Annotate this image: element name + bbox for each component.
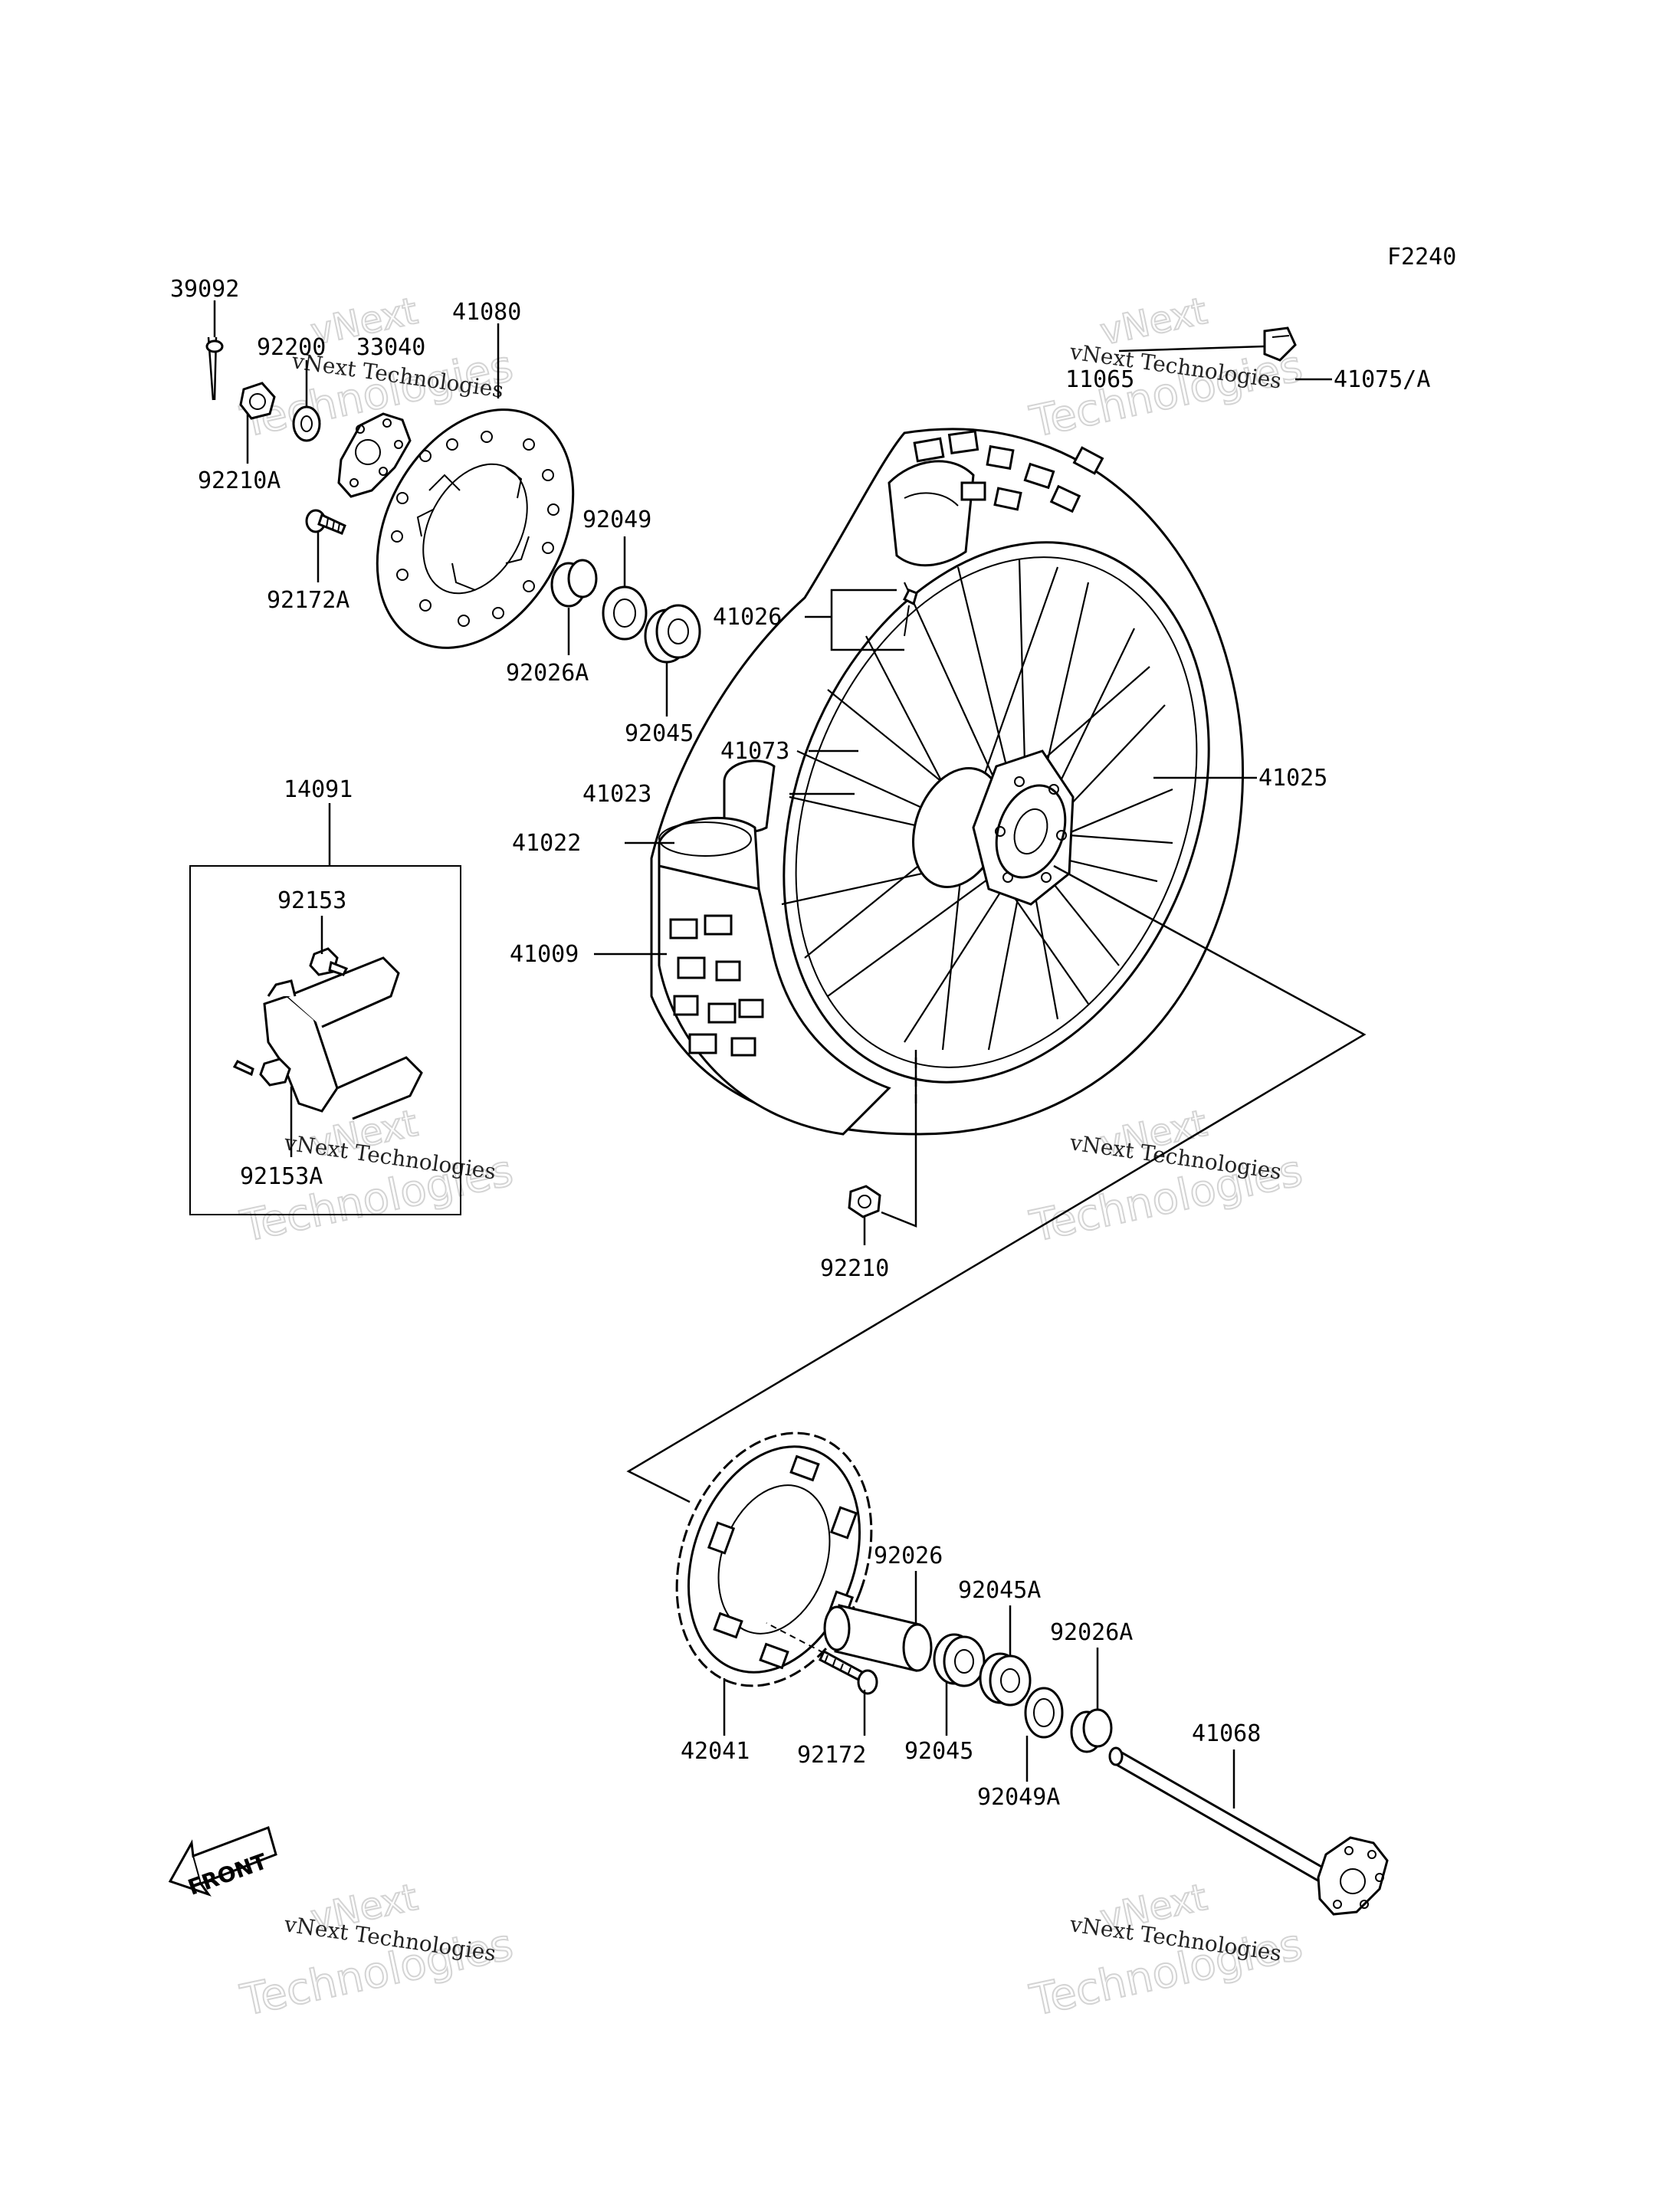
chain-guide-box-14091 bbox=[189, 865, 461, 1215]
disc-bolt-92172A bbox=[305, 509, 346, 535]
front-direction-arrow: FRONT bbox=[168, 1826, 277, 1900]
oil-seal-92049 bbox=[602, 585, 648, 641]
label-92026: 92026 bbox=[874, 1543, 943, 1569]
label-11065: 11065 bbox=[1065, 366, 1134, 393]
label-33040: 33040 bbox=[356, 334, 425, 361]
castle-nut-92210A bbox=[239, 382, 276, 420]
leader-lines bbox=[213, 300, 1332, 1808]
label-41025: 41025 bbox=[1258, 765, 1327, 792]
label-92153A: 92153A bbox=[240, 1163, 323, 1190]
rear-wheel-assembly bbox=[650, 428, 1244, 1136]
bolt-92153A bbox=[232, 1058, 291, 1087]
label-92210A: 92210A bbox=[198, 467, 281, 494]
label-41068: 41068 bbox=[1192, 1720, 1261, 1747]
axle-41068 bbox=[1108, 1746, 1389, 1916]
bearing-92045A bbox=[979, 1652, 1032, 1707]
assembly-lines bbox=[626, 864, 1367, 1503]
spacer-92026A-top bbox=[550, 559, 598, 608]
hub-41068 bbox=[912, 749, 1075, 906]
label-92026A-top: 92026A bbox=[506, 660, 589, 687]
label-92045-top: 92045 bbox=[625, 720, 694, 747]
bolt-92153 bbox=[309, 947, 349, 976]
valve-41026 bbox=[902, 589, 918, 637]
rim-lock-41075A bbox=[1263, 326, 1297, 362]
label-41080: 41080 bbox=[452, 299, 521, 326]
label-41075A: 41075/A bbox=[1334, 366, 1430, 393]
label-14091: 14091 bbox=[284, 776, 353, 803]
watermark-mid-right: vNext Technologies vNext Technologies bbox=[1025, 1101, 1307, 1253]
label-92210: 92210 bbox=[820, 1255, 889, 1282]
spacer-92026A-bottom bbox=[1070, 1708, 1113, 1753]
label-41023: 41023 bbox=[582, 781, 651, 808]
oil-seal-92049A bbox=[1024, 1687, 1064, 1739]
label-39092: 39092 bbox=[170, 276, 239, 303]
bearing-92045-top bbox=[644, 604, 701, 664]
label-92045A: 92045A bbox=[958, 1577, 1041, 1604]
cotter-pin-39092 bbox=[205, 336, 224, 401]
label-92172A: 92172A bbox=[267, 587, 349, 614]
label-41026: 41026 bbox=[713, 604, 782, 631]
sprocket-42041 bbox=[675, 1431, 873, 1687]
label-41022: 41022 bbox=[512, 830, 581, 857]
brake-disc-41080 bbox=[376, 408, 575, 649]
bearing-92045-bottom bbox=[933, 1633, 986, 1687]
label-92045-bottom: 92045 bbox=[904, 1738, 973, 1765]
label-92026A-bottom: 92026A bbox=[1050, 1619, 1133, 1646]
label-92172: 92172 bbox=[797, 1742, 866, 1769]
label-41073: 41073 bbox=[720, 738, 789, 765]
label-92153: 92153 bbox=[277, 887, 346, 914]
watermark-bottom-right: vNext Technologies vNext Technologies bbox=[1025, 1875, 1307, 2027]
watermark-bottom-left: vNext Technologies vNext Technologies bbox=[235, 1875, 517, 2027]
label-92049A: 92049A bbox=[977, 1784, 1060, 1811]
spacer-92026 bbox=[823, 1604, 933, 1672]
nut-92210 bbox=[848, 1185, 881, 1218]
label-42041: 42041 bbox=[681, 1738, 750, 1765]
washer-92200 bbox=[292, 405, 321, 442]
label-41009: 41009 bbox=[510, 941, 579, 968]
axle-adjuster-33040 bbox=[337, 412, 412, 498]
part-labels: 39092 92200 33040 41080 92210A 92172A 92… bbox=[170, 276, 1430, 1811]
diagram-code: F2240 bbox=[1387, 244, 1456, 271]
sprocket-bolt-92172 bbox=[766, 1622, 878, 1695]
label-92049: 92049 bbox=[582, 507, 651, 533]
label-92200: 92200 bbox=[257, 334, 326, 361]
